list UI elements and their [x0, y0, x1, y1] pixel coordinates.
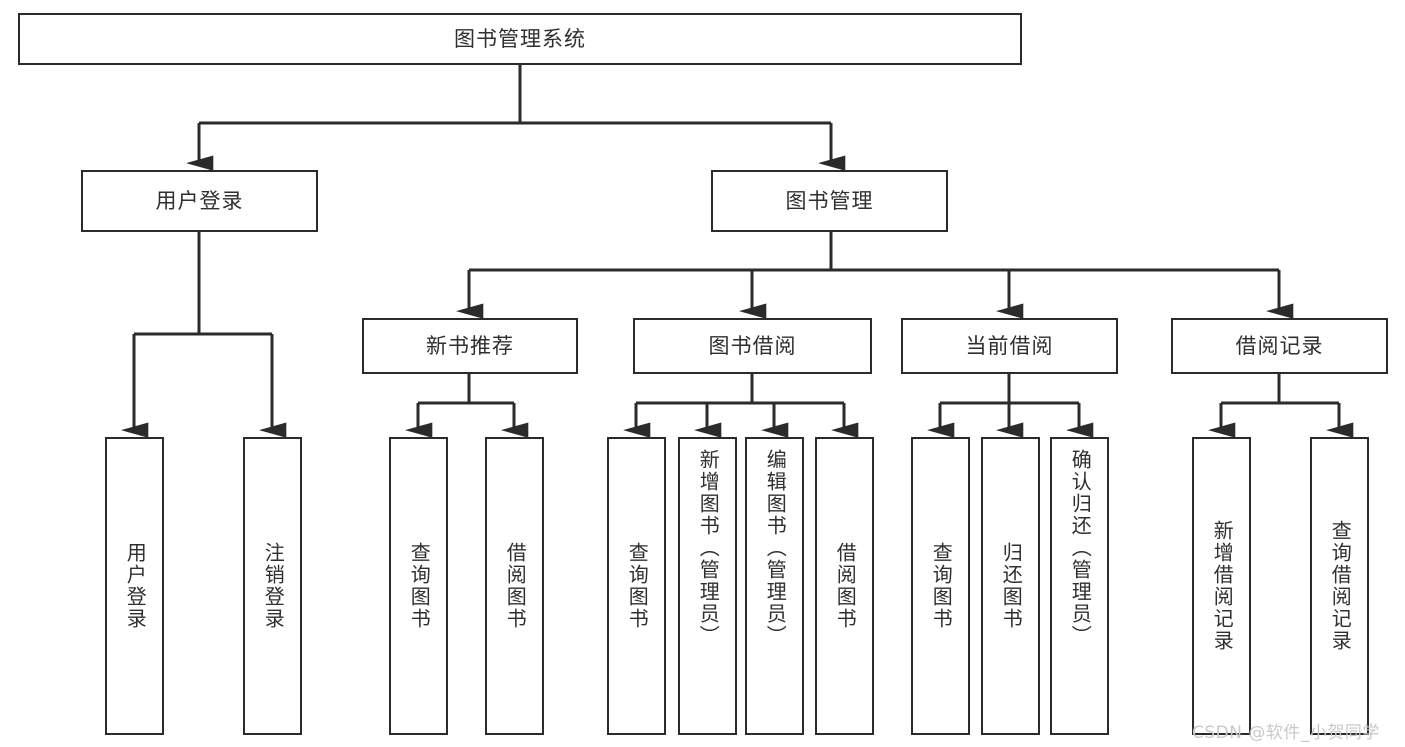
node-leaf-borrow-book-1[interactable]: 借阅图书	[485, 437, 544, 735]
node-user-login-label: 用户登录	[155, 188, 244, 213]
node-leaf-edit-book-label: 编辑图书（管理员）	[763, 449, 788, 647]
node-leaf-add-record-label: 新增借阅记录	[1210, 520, 1235, 652]
node-leaf-return-book[interactable]: 归还图书	[981, 437, 1040, 735]
node-leaf-query-book-1[interactable]: 查询图书	[389, 437, 448, 735]
node-leaf-query-record[interactable]: 查询借阅记录	[1310, 437, 1369, 735]
node-new-book-rec[interactable]: 新书推荐	[362, 318, 578, 374]
node-root-label: 图书管理系统	[454, 26, 586, 51]
node-current-borrow-label: 当前借阅	[965, 333, 1054, 358]
node-leaf-query-book-1-label: 查询图书	[407, 542, 432, 630]
node-leaf-query-book-3-label: 查询图书	[929, 542, 954, 630]
node-book-manage-label: 图书管理	[785, 188, 874, 213]
node-leaf-add-book[interactable]: 新增图书（管理员）	[678, 437, 737, 735]
node-leaf-add-record[interactable]: 新增借阅记录	[1192, 437, 1251, 735]
node-leaf-borrow-book-2-label: 借阅图书	[833, 542, 858, 630]
node-leaf-borrow-book-1-label: 借阅图书	[503, 542, 528, 630]
node-leaf-confirm-return-label: 确认归还（管理员）	[1068, 449, 1093, 647]
node-root[interactable]: 图书管理系统	[18, 13, 1022, 65]
node-leaf-edit-book[interactable]: 编辑图书（管理员）	[745, 437, 804, 735]
node-book-manage[interactable]: 图书管理	[711, 170, 948, 232]
node-leaf-query-book-2[interactable]: 查询图书	[607, 437, 666, 735]
csdn-watermark: CSDN @软件_小贺同学	[1192, 723, 1380, 743]
node-book-borrow[interactable]: 图书借阅	[633, 318, 872, 374]
node-leaf-user-login[interactable]: 用户登录	[105, 437, 164, 735]
node-borrow-record-label: 借阅记录	[1235, 333, 1324, 358]
node-leaf-query-record-label: 查询借阅记录	[1328, 520, 1353, 652]
node-leaf-query-book-2-label: 查询图书	[625, 542, 650, 630]
node-leaf-borrow-book-2[interactable]: 借阅图书	[815, 437, 874, 735]
node-leaf-logout[interactable]: 注销登录	[243, 437, 302, 735]
node-leaf-add-book-label: 新增图书（管理员）	[696, 449, 721, 647]
node-leaf-return-book-label: 归还图书	[999, 542, 1024, 630]
node-current-borrow[interactable]: 当前借阅	[901, 318, 1118, 374]
node-leaf-query-book-3[interactable]: 查询图书	[911, 437, 970, 735]
node-borrow-record[interactable]: 借阅记录	[1171, 318, 1388, 374]
node-user-login[interactable]: 用户登录	[81, 170, 318, 232]
node-leaf-user-login-label: 用户登录	[123, 542, 148, 630]
node-book-borrow-label: 图书借阅	[708, 333, 797, 358]
node-leaf-logout-label: 注销登录	[261, 542, 286, 630]
node-leaf-confirm-return[interactable]: 确认归还（管理员）	[1050, 437, 1109, 735]
node-new-book-rec-label: 新书推荐	[426, 333, 514, 358]
